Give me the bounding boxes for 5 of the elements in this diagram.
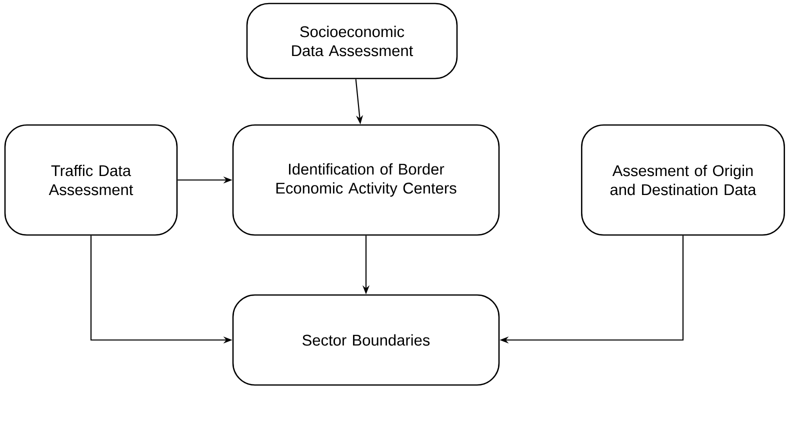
process-box: Traffic Data Assessment — [4, 124, 178, 236]
process-box: Sector Boundaries — [232, 294, 500, 386]
process-box: Assesment of Origin and Destination Data — [581, 124, 785, 236]
process-box: Socioeconomic Data Assessment — [246, 2, 458, 80]
process-box: Identification of Border Economic Activity Centers — [232, 124, 500, 236]
